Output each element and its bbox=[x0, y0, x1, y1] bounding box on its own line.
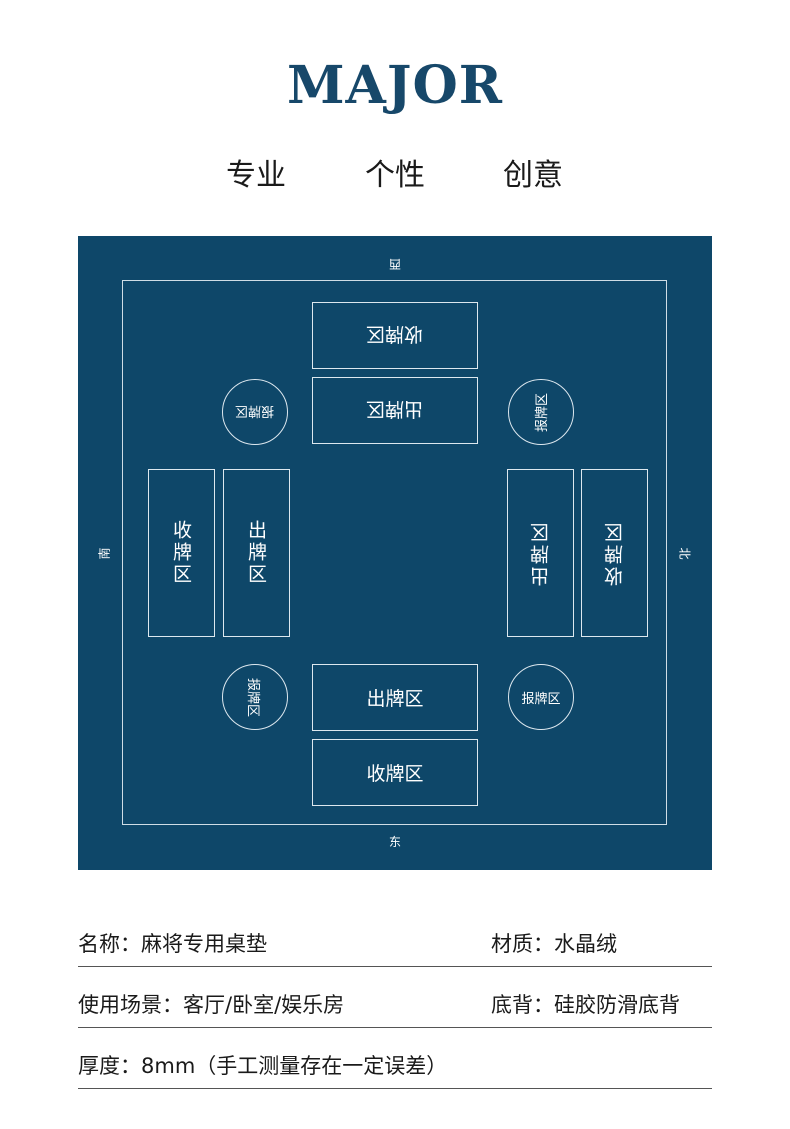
report-zone-top-right: 报牌区 bbox=[508, 379, 574, 445]
play-zone-label: 出牌区 bbox=[366, 398, 424, 420]
direction-north: 北 bbox=[677, 547, 692, 560]
report-zone-label: 报牌区 bbox=[535, 392, 551, 432]
spec-row-usage-backing: 使用场景：客厅/卧室/娱乐房 底背：硅胶防滑底背 bbox=[78, 987, 712, 1028]
spec-row-thickness: 厚度：8mm（手工测量存在一定误差） bbox=[78, 1048, 712, 1089]
report-zone-bottom-right: 报牌区 bbox=[508, 664, 574, 730]
collect-zone-north: 收牌区 bbox=[581, 469, 648, 637]
brand-title: MAJOR bbox=[286, 55, 504, 116]
collect-zone-south: 收牌区 bbox=[148, 469, 215, 637]
tagline-creative: 创意 bbox=[503, 158, 563, 193]
spec-row-name-material: 名称：麻将专用桌垫 材质：水晶绒 bbox=[78, 926, 712, 967]
report-zone-top-left: 报牌区 bbox=[222, 379, 288, 445]
spec-name: 名称：麻将专用桌垫 bbox=[78, 932, 267, 956]
play-zone-label: 出牌区 bbox=[366, 688, 424, 710]
collect-zone-label: 收牌区 bbox=[170, 520, 192, 586]
play-zone-east: 出牌区 bbox=[312, 664, 478, 731]
report-zone-label: 报牌区 bbox=[235, 402, 275, 418]
direction-east: 东 bbox=[389, 835, 402, 849]
tagline-personality: 个性 bbox=[365, 158, 425, 193]
play-zone-label: 出牌区 bbox=[245, 520, 267, 586]
collect-zone-label: 收牌区 bbox=[366, 763, 424, 785]
direction-west: 西 bbox=[389, 257, 402, 271]
spec-usage: 使用场景：客厅/卧室/娱乐房 bbox=[78, 993, 345, 1017]
mat-border-frame bbox=[122, 280, 667, 825]
collect-zone-west: 收牌区 bbox=[312, 302, 478, 369]
play-zone-north: 出牌区 bbox=[507, 469, 574, 637]
direction-south: 南 bbox=[97, 547, 112, 560]
spec-thickness: 厚度：8mm（手工测量存在一定误差） bbox=[78, 1054, 448, 1078]
play-zone-south: 出牌区 bbox=[223, 469, 290, 637]
collect-zone-east: 收牌区 bbox=[312, 739, 478, 806]
collect-zone-label: 收牌区 bbox=[366, 323, 424, 345]
mahjong-mat-diagram: 西 东 南 北 收牌区 出牌区 出牌区 收牌区 收牌区 出牌区 出牌区 收牌区 … bbox=[78, 236, 712, 870]
spec-backing: 底背：硅胶防滑底背 bbox=[491, 993, 680, 1017]
report-zone-bottom-left: 报牌区 bbox=[222, 664, 288, 730]
report-zone-label: 报牌区 bbox=[245, 677, 261, 717]
report-zone-label: 报牌区 bbox=[521, 691, 561, 707]
collect-zone-label: 收牌区 bbox=[604, 520, 626, 586]
spec-material: 材质：水晶绒 bbox=[491, 932, 617, 956]
tagline-professional: 专业 bbox=[226, 158, 286, 193]
play-zone-label: 出牌区 bbox=[530, 520, 552, 586]
play-zone-west: 出牌区 bbox=[312, 377, 478, 444]
